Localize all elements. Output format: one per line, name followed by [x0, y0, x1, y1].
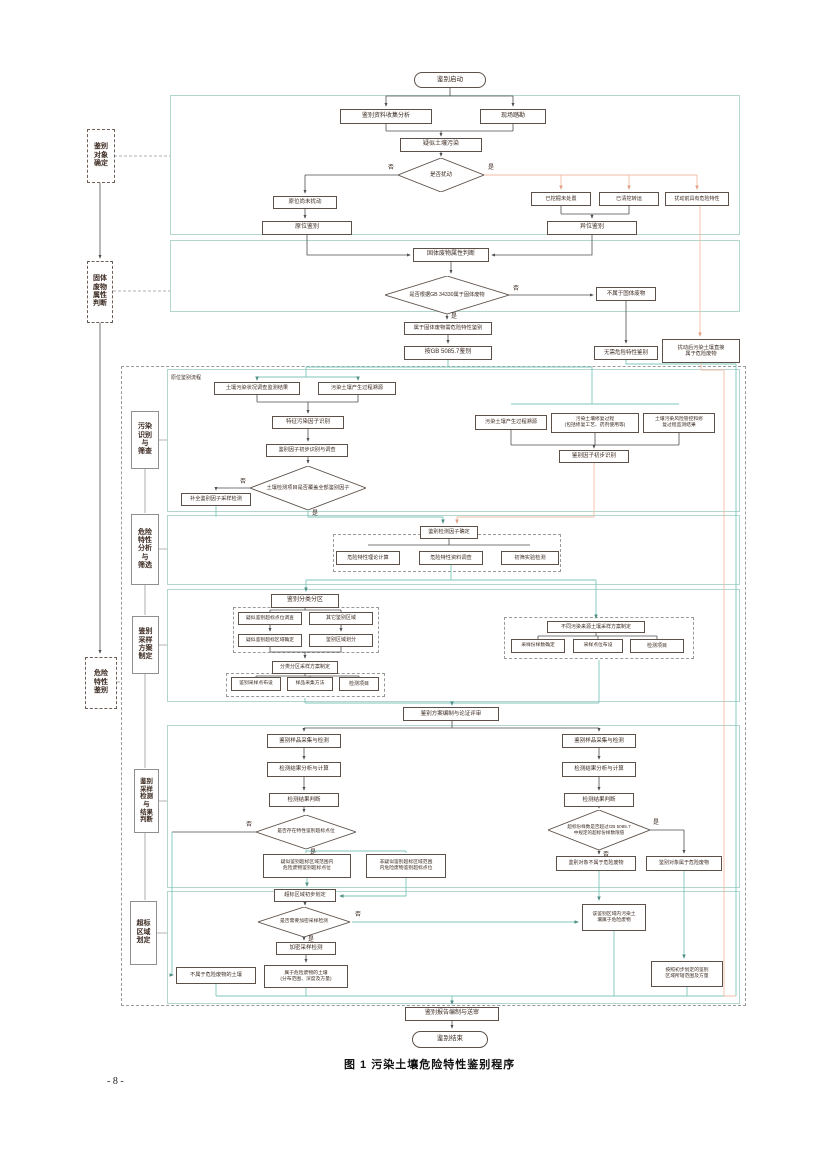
- figure-caption: 图 1 污染土壤危险特性鉴别程序: [344, 1059, 516, 1071]
- container-outer-dashed: [121, 366, 746, 1006]
- group-diff-source: [504, 617, 694, 659]
- container-hazard-analysis: [167, 515, 740, 585]
- container-pollution-screen: [167, 369, 740, 512]
- container-sampling-test: [167, 725, 740, 888]
- container-identify-object: [170, 95, 740, 235]
- page-number: - 8 -: [107, 1076, 124, 1087]
